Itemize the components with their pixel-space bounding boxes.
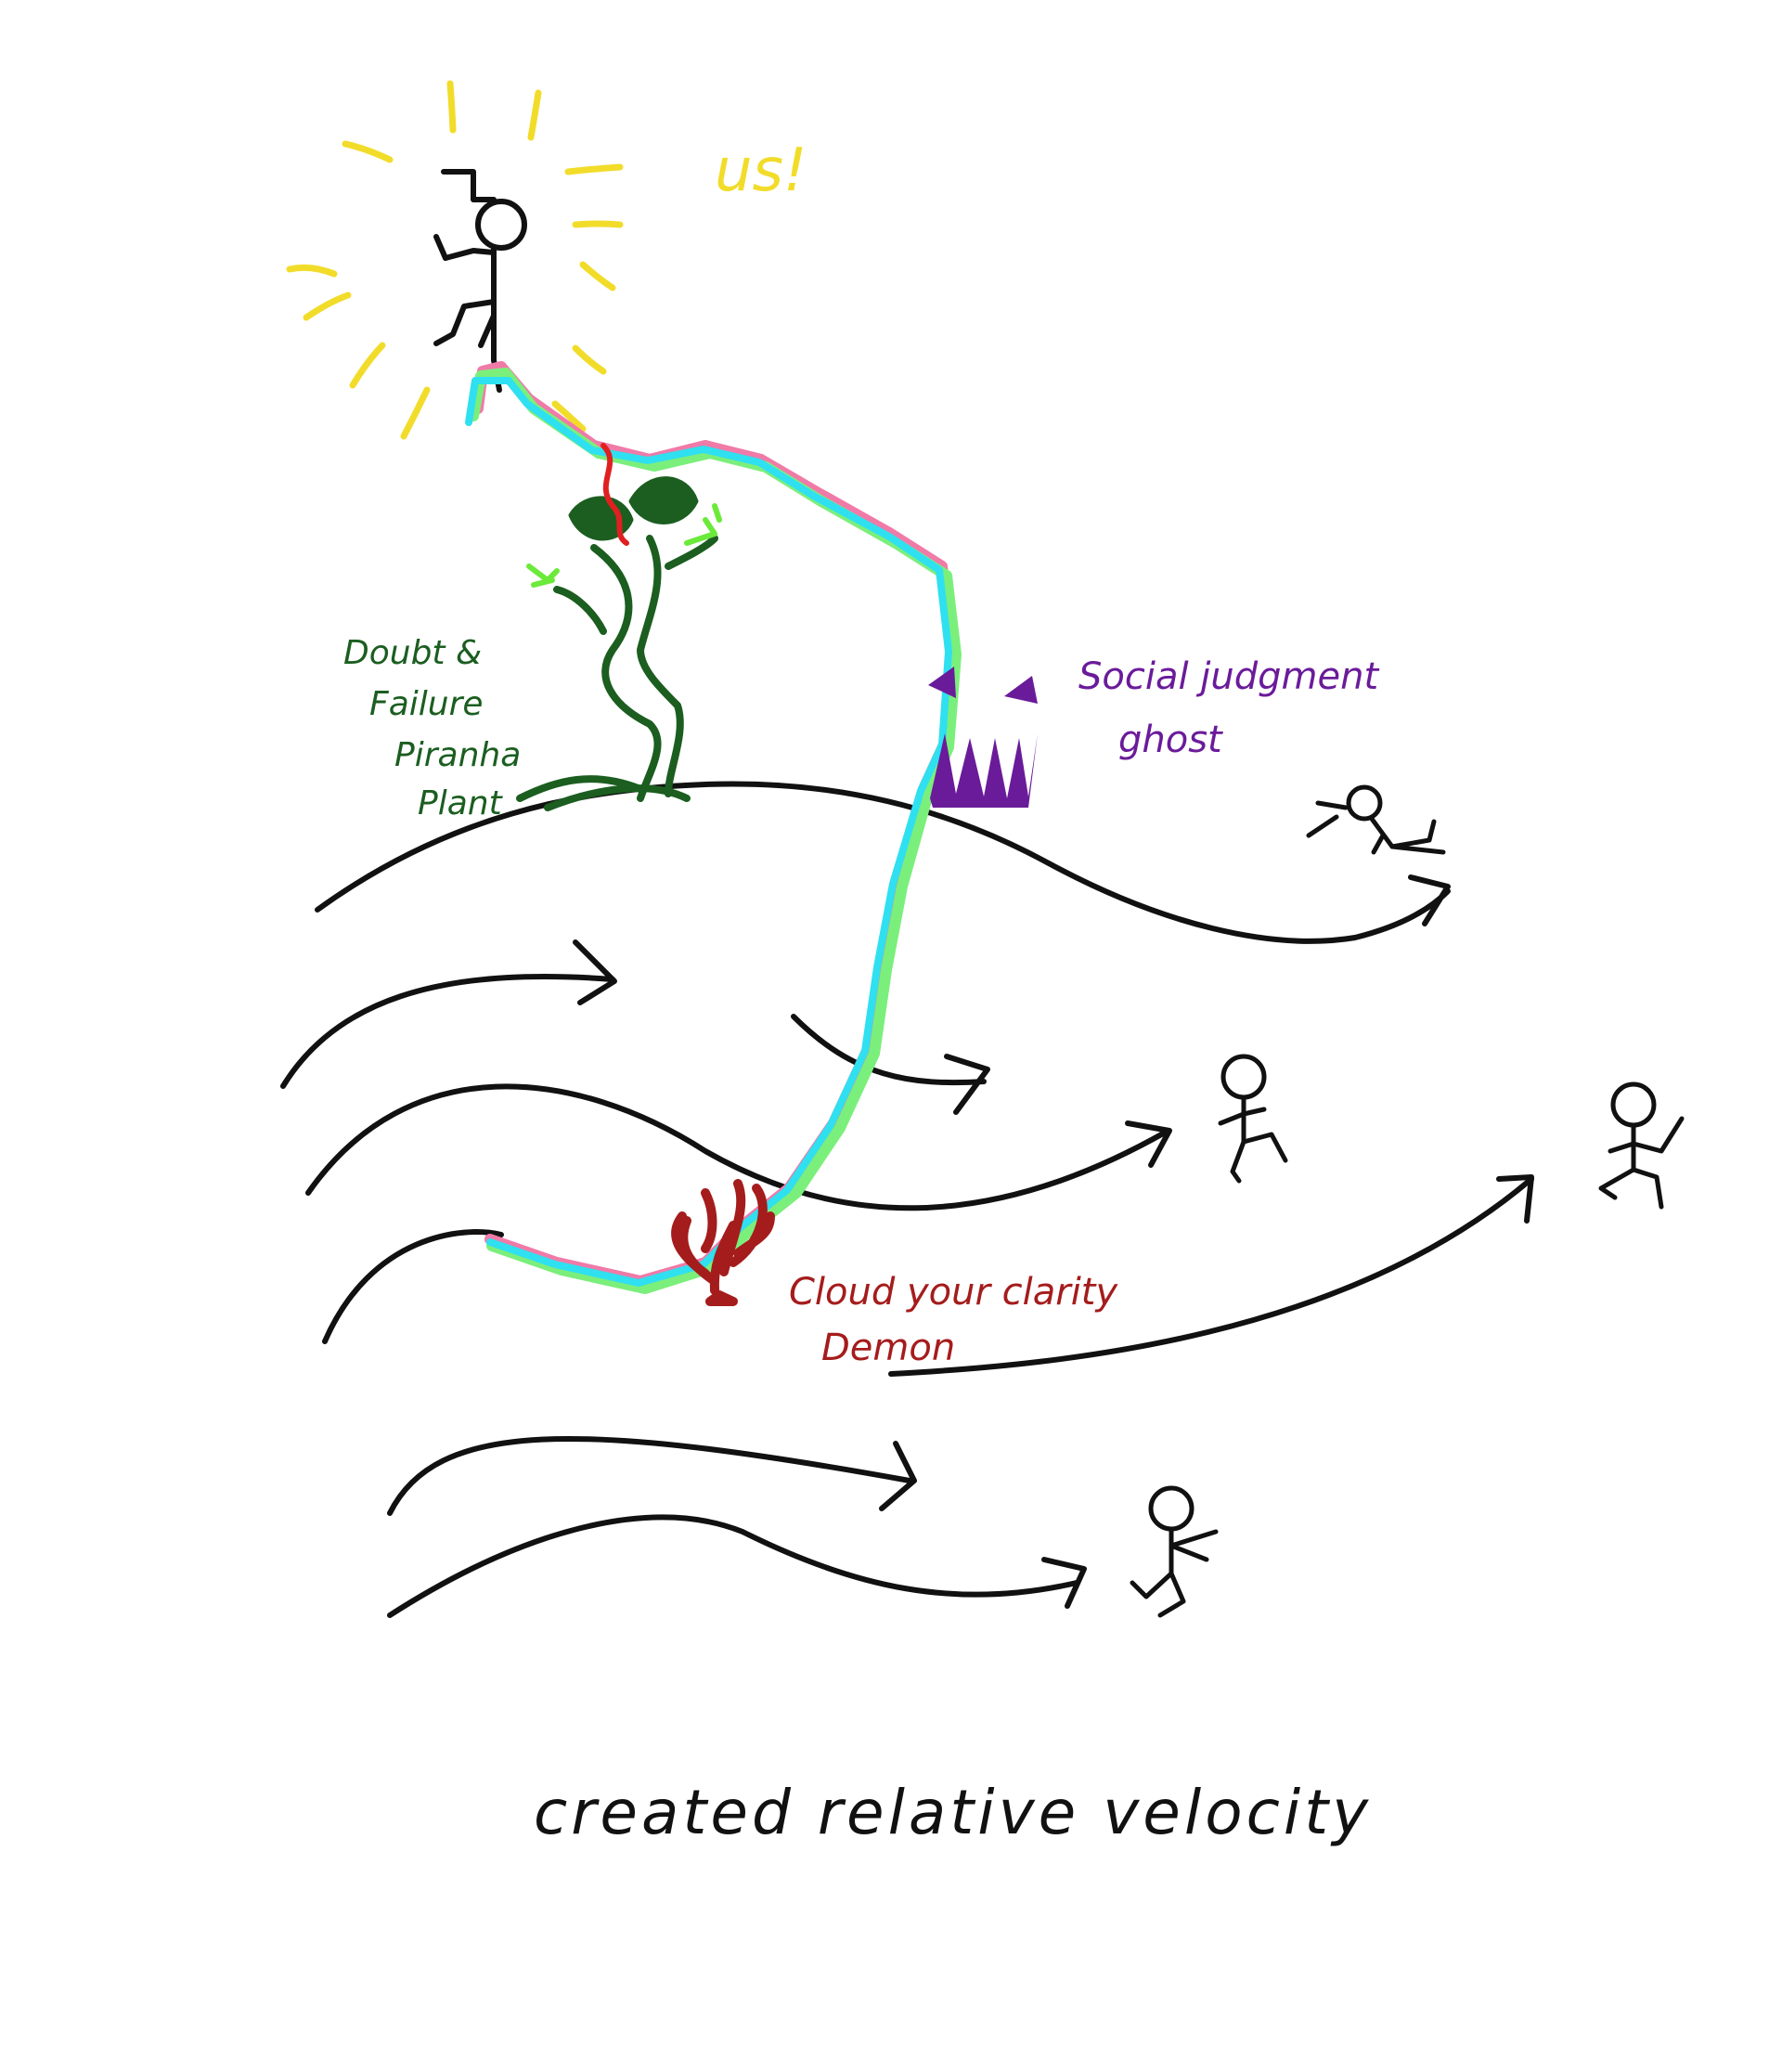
arrow-7 (387, 1514, 1079, 1618)
label-plant-line2: Failure (369, 685, 484, 723)
arrow-2 (791, 1014, 987, 1086)
label-demon-line1: Cloud your clarity (789, 1271, 1118, 1314)
label-demon: Cloud your clarity Demon (789, 1271, 1118, 1369)
arrow-3 (305, 1083, 1168, 1211)
runner-middle (1218, 1054, 1288, 1184)
label-plant-line1: Doubt & (343, 634, 482, 672)
runner-fallen-hill (1306, 784, 1446, 855)
stick-figure-us-icon (433, 169, 527, 393)
label-ghost: Social judgment ghost (1078, 655, 1379, 761)
piranha-plant-icon (516, 443, 722, 811)
label-plant-line4: Plant (418, 784, 504, 822)
demon-icon (671, 1179, 775, 1306)
label-plant: Doubt & Failure Piranha Plant (343, 634, 521, 822)
label-plant-line3: Piranha (394, 736, 521, 774)
arrow-5 (888, 1176, 1534, 1377)
runner-far-right (1598, 1081, 1685, 1210)
label-ghost-line1: Social judgment (1078, 655, 1379, 698)
arrow-4 (322, 1229, 504, 1344)
runner-bottom (1130, 1485, 1219, 1618)
label-demon-line2: Demon (821, 1327, 955, 1369)
sun-rays-icon (286, 80, 624, 440)
hill-arrow (315, 781, 1451, 944)
arrow-6 (387, 1435, 912, 1516)
motion-arrows (280, 781, 1534, 1618)
label-us: us! (715, 136, 807, 205)
label-ghost-line2: ghost (1118, 719, 1223, 761)
runner-icon (1130, 784, 1685, 1618)
caption: created relative velocity (534, 1777, 1372, 1848)
arrow-1 (280, 973, 615, 1089)
ghost-icon (928, 667, 1038, 808)
